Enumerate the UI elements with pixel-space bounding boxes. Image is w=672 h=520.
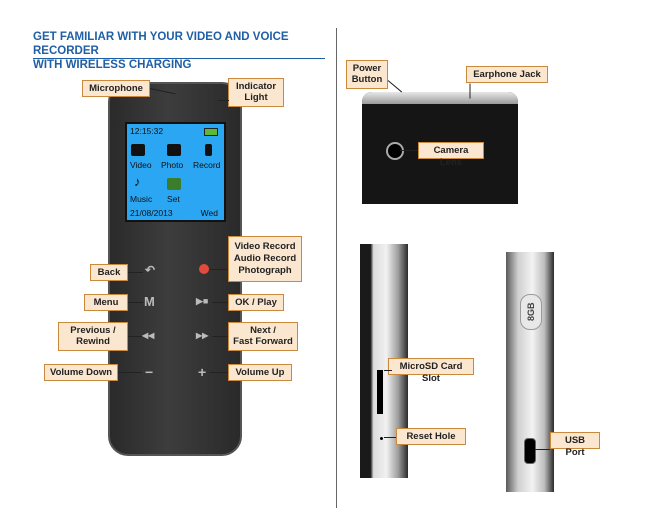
title-line-2: WITH WIRELESS CHARGING <box>33 58 333 72</box>
screen-day: Wed <box>201 208 218 218</box>
device-top-edge <box>362 92 518 104</box>
leader-power-button <box>388 80 402 92</box>
callout-volume-down: Volume Down <box>44 364 118 381</box>
battery-icon <box>204 128 218 136</box>
rewind-icon: ◀◀ <box>142 331 154 340</box>
screen-label-photo: Photo <box>161 160 183 170</box>
camera-icon <box>167 144 181 156</box>
leader-menu <box>128 302 143 303</box>
leader-camera-lens <box>400 150 418 151</box>
reset-hole-icon <box>380 437 383 440</box>
leader-volume-up <box>210 372 228 373</box>
record-button-icon <box>199 264 209 274</box>
screen-time: 12:15:32 <box>130 126 163 136</box>
leader-previous <box>128 336 142 337</box>
callout-menu: Menu <box>84 294 128 311</box>
callout-power-button: Power Button <box>346 60 388 89</box>
settings-icon <box>167 178 181 190</box>
page-title: GET FAMILIAR WITH YOUR VIDEO AND VOICE R… <box>33 30 333 72</box>
callout-microphone: Microphone <box>82 80 150 97</box>
callout-microsd-slot: MicroSD Card Slot <box>388 358 474 375</box>
callout-earphone-jack: Earphone Jack <box>466 66 548 83</box>
minus-icon: − <box>145 364 153 380</box>
leader-reset-hole <box>384 437 396 438</box>
leader-earphone-jack <box>470 84 471 99</box>
plus-icon: + <box>198 364 206 380</box>
microphone-icon <box>205 144 212 156</box>
leader-usb-port <box>535 449 550 450</box>
leader-microsd-slot <box>384 370 392 371</box>
menu-m-icon: M <box>144 294 155 309</box>
microsd-slot-icon <box>377 370 383 414</box>
camera-lens-icon <box>386 142 404 160</box>
leader-record <box>210 269 228 270</box>
leader-indicator-light <box>218 100 229 101</box>
callout-ok-play: OK / Play <box>228 294 284 311</box>
screen-label-record: Record <box>193 160 220 170</box>
column-divider <box>336 28 337 508</box>
callout-volume-up: Volume Up <box>228 364 292 381</box>
callout-previous: Previous / Rewind <box>58 322 128 351</box>
leader-ok-play <box>212 302 228 303</box>
device-screen: 12:15:32 Video Photo Record ♪ Music Set … <box>125 122 226 222</box>
video-icon <box>131 144 145 156</box>
callout-usb-port: USB Port <box>550 432 600 449</box>
callout-camera-lens: Camera Lens <box>418 142 484 159</box>
capacity-badge: 8GB <box>520 294 542 330</box>
title-underline <box>33 58 325 59</box>
screen-label-set: Set <box>167 194 180 204</box>
callout-next: Next / Fast Forward <box>228 322 298 351</box>
screen-label-video: Video <box>130 160 152 170</box>
leader-volume-down <box>118 372 142 373</box>
callout-indicator-light: Indicator Light <box>228 78 284 107</box>
callout-back: Back <box>90 264 128 281</box>
music-note-icon: ♪ <box>134 174 141 189</box>
play-stop-icon: ▶■ <box>196 296 208 307</box>
leader-back <box>128 272 143 273</box>
callout-record: Video Record Audio Record Photograph <box>228 236 302 282</box>
back-arrow-icon: ↶ <box>145 263 155 277</box>
title-line-1: GET FAMILIAR WITH YOUR VIDEO AND VOICE R… <box>33 30 333 58</box>
screen-label-music: Music <box>130 194 152 204</box>
fast-forward-icon: ▶▶ <box>196 331 208 340</box>
leader-next <box>212 336 228 337</box>
usb-port-icon <box>524 438 536 464</box>
callout-reset-hole: Reset Hole <box>396 428 466 445</box>
screen-date: 21/08/2013 <box>130 208 173 218</box>
